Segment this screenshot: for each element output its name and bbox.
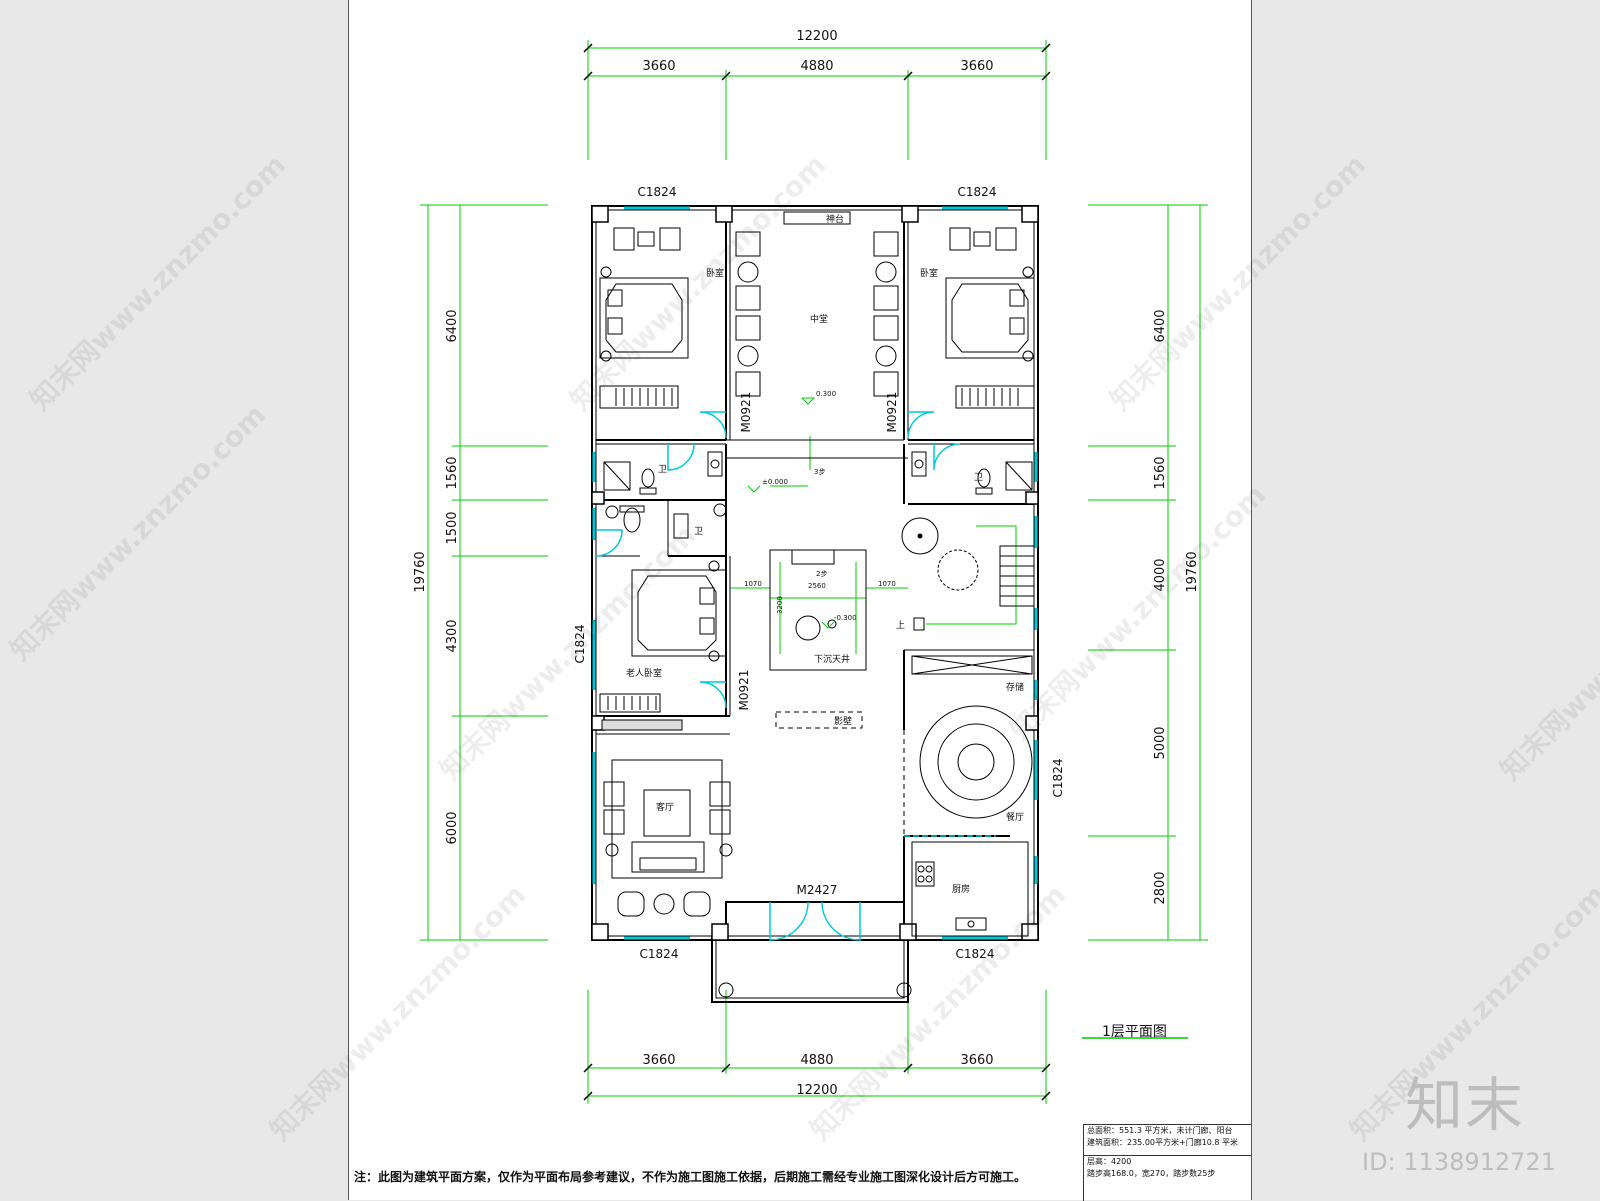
- room-altar: 神台: [826, 213, 844, 225]
- room-bath-right: 卫: [974, 473, 983, 483]
- dim-depth-right: 19760: [1185, 551, 1200, 592]
- room-dining: 餐厅: [1006, 811, 1024, 823]
- step-hall: 3步: [814, 468, 825, 476]
- room-bath-small: 卫: [694, 527, 703, 537]
- dim-bay-2-top: 4880: [800, 59, 833, 74]
- door-swings: [595, 411, 996, 941]
- room-bedroom-right: 卧室: [920, 267, 938, 279]
- dim-bay-2-bottom: 4880: [800, 1053, 833, 1068]
- info-total-area: 总面积：551.3 平方米，未计门廊、阳台: [1084, 1125, 1251, 1137]
- door-label-elder: M0921: [737, 670, 751, 711]
- window-label-bottom-right: C1824: [956, 947, 995, 961]
- dim-right-row-2: 1560: [1153, 456, 1168, 489]
- dim-left-row-1: 6400: [445, 309, 460, 342]
- dim-bay-3-bottom: 3660: [960, 1053, 993, 1068]
- dashed-lines: [775, 711, 905, 836]
- court-gap-right: 1070: [878, 580, 896, 588]
- info-box: 总面积：551.3 平方米，未计门廊、阳台 建筑面积：235.00平方米+门廊1…: [1083, 1124, 1251, 1201]
- court-depth: 3200: [776, 596, 784, 614]
- step-court: 2步: [816, 570, 827, 578]
- dim-overall-bottom: 12200: [796, 1083, 837, 1098]
- room-labels: 卧室 卧室 中堂 神台 卫 卫 卫 老人卧室 下沉天井 影壁 存储 餐厅 客厅 …: [626, 213, 1024, 895]
- window-label-top-left: C1824: [638, 185, 677, 199]
- info-build-area-label: 建筑面积：: [1087, 1138, 1127, 1147]
- dim-bay-3-top: 3660: [960, 59, 993, 74]
- room-kitchen: 厨房: [952, 883, 970, 895]
- level-corridor: ±0.000: [762, 478, 788, 486]
- door-label-hall-left: M0921: [739, 392, 753, 433]
- walls: [591, 205, 1039, 1003]
- court-width: 2560: [808, 582, 826, 590]
- level-courtyard: -0.300: [834, 614, 857, 622]
- dim-right-row-5: 2800: [1153, 871, 1168, 904]
- disclaimer-note: 注：此图为建筑平面方案，仅作为平面布局参考建议，不作为施工图施工依据，后期施工需…: [354, 1170, 1027, 1184]
- room-hall: 中堂: [810, 313, 828, 325]
- room-bedroom-left: 卧室: [706, 267, 724, 279]
- info-build-area: 建筑面积：235.00平方米+门廊10.8 平米: [1084, 1137, 1251, 1149]
- dim-left-row-4: 4300: [445, 619, 460, 652]
- window-label-right: C1824: [1051, 759, 1065, 798]
- dim-overall-top: 12200: [796, 29, 837, 44]
- court-gap-left: 1070: [744, 580, 762, 588]
- room-stair-up: 上: [896, 620, 905, 631]
- id-watermark: ID: 1138912721: [1362, 1148, 1556, 1176]
- drawing-sheet: [348, 0, 1252, 1200]
- window-label-left: C1824: [573, 625, 587, 664]
- dim-bay-1-top: 3660: [642, 59, 675, 74]
- opening-labels: C1824 C1824 C1824 C1824 C1824 C1824 M092…: [573, 185, 1065, 961]
- room-courtyard: 下沉天井: [814, 653, 850, 665]
- room-bath-left: 卫: [658, 465, 667, 475]
- columns: [591, 205, 1039, 941]
- windows: [592, 206, 1038, 940]
- dim-left-row-3: 1500: [445, 511, 460, 544]
- dim-depth-left: 19760: [413, 551, 428, 592]
- dim-left-row-5: 6000: [445, 811, 460, 844]
- dim-right-row-1: 6400: [1153, 309, 1168, 342]
- window-label-bottom-left: C1824: [640, 947, 679, 961]
- dimension-ticks: [583, 43, 1051, 1101]
- furniture: [599, 211, 1035, 998]
- info-build-area-value: 235.00平方米+门廊10.8 平米: [1127, 1138, 1239, 1147]
- brand-watermark: 知末: [1405, 1071, 1526, 1139]
- info-floor-height-label: 层高：: [1087, 1157, 1111, 1166]
- info-floor-height: 层高：4200: [1084, 1155, 1251, 1168]
- door-label-hall-right: M0921: [885, 392, 899, 433]
- wardrobe-hatch: [607, 388, 1019, 710]
- window-label-top-right: C1824: [958, 185, 997, 199]
- info-floor-height-value: 4200: [1111, 1157, 1132, 1166]
- info-steps: 踏步高168.0，宽270，踏步数25步: [1087, 1169, 1216, 1178]
- sheet-title: 1层平面图: [1102, 1024, 1167, 1040]
- room-screen-wall: 影壁: [834, 715, 852, 727]
- info-total-area-value: 551.3 平方米，未计门廊、阳台: [1119, 1126, 1233, 1135]
- room-storage: 存储: [1006, 681, 1024, 693]
- room-elder-bedroom: 老人卧室: [626, 667, 662, 679]
- dim-right-row-3: 4000: [1153, 558, 1168, 591]
- dim-left-row-2: 1560: [445, 456, 460, 489]
- dimension-texts: 12200 3660 4880 3660 3660 4880 3660 1220…: [413, 29, 1200, 1098]
- level-hall: 0.300: [816, 390, 836, 398]
- dim-right-row-4: 5000: [1153, 726, 1168, 759]
- level-markers: [747, 397, 835, 629]
- level-labels: 0.300 ±0.000 -0.300 3步 2步 1070 2560 1070…: [744, 390, 896, 622]
- dimension-lines: [420, 40, 1208, 1104]
- room-living: 客厅: [656, 801, 674, 813]
- dim-bay-1-bottom: 3660: [642, 1053, 675, 1068]
- info-total-area-label: 总面积：: [1087, 1126, 1119, 1135]
- door-label-main: M2427: [797, 883, 838, 897]
